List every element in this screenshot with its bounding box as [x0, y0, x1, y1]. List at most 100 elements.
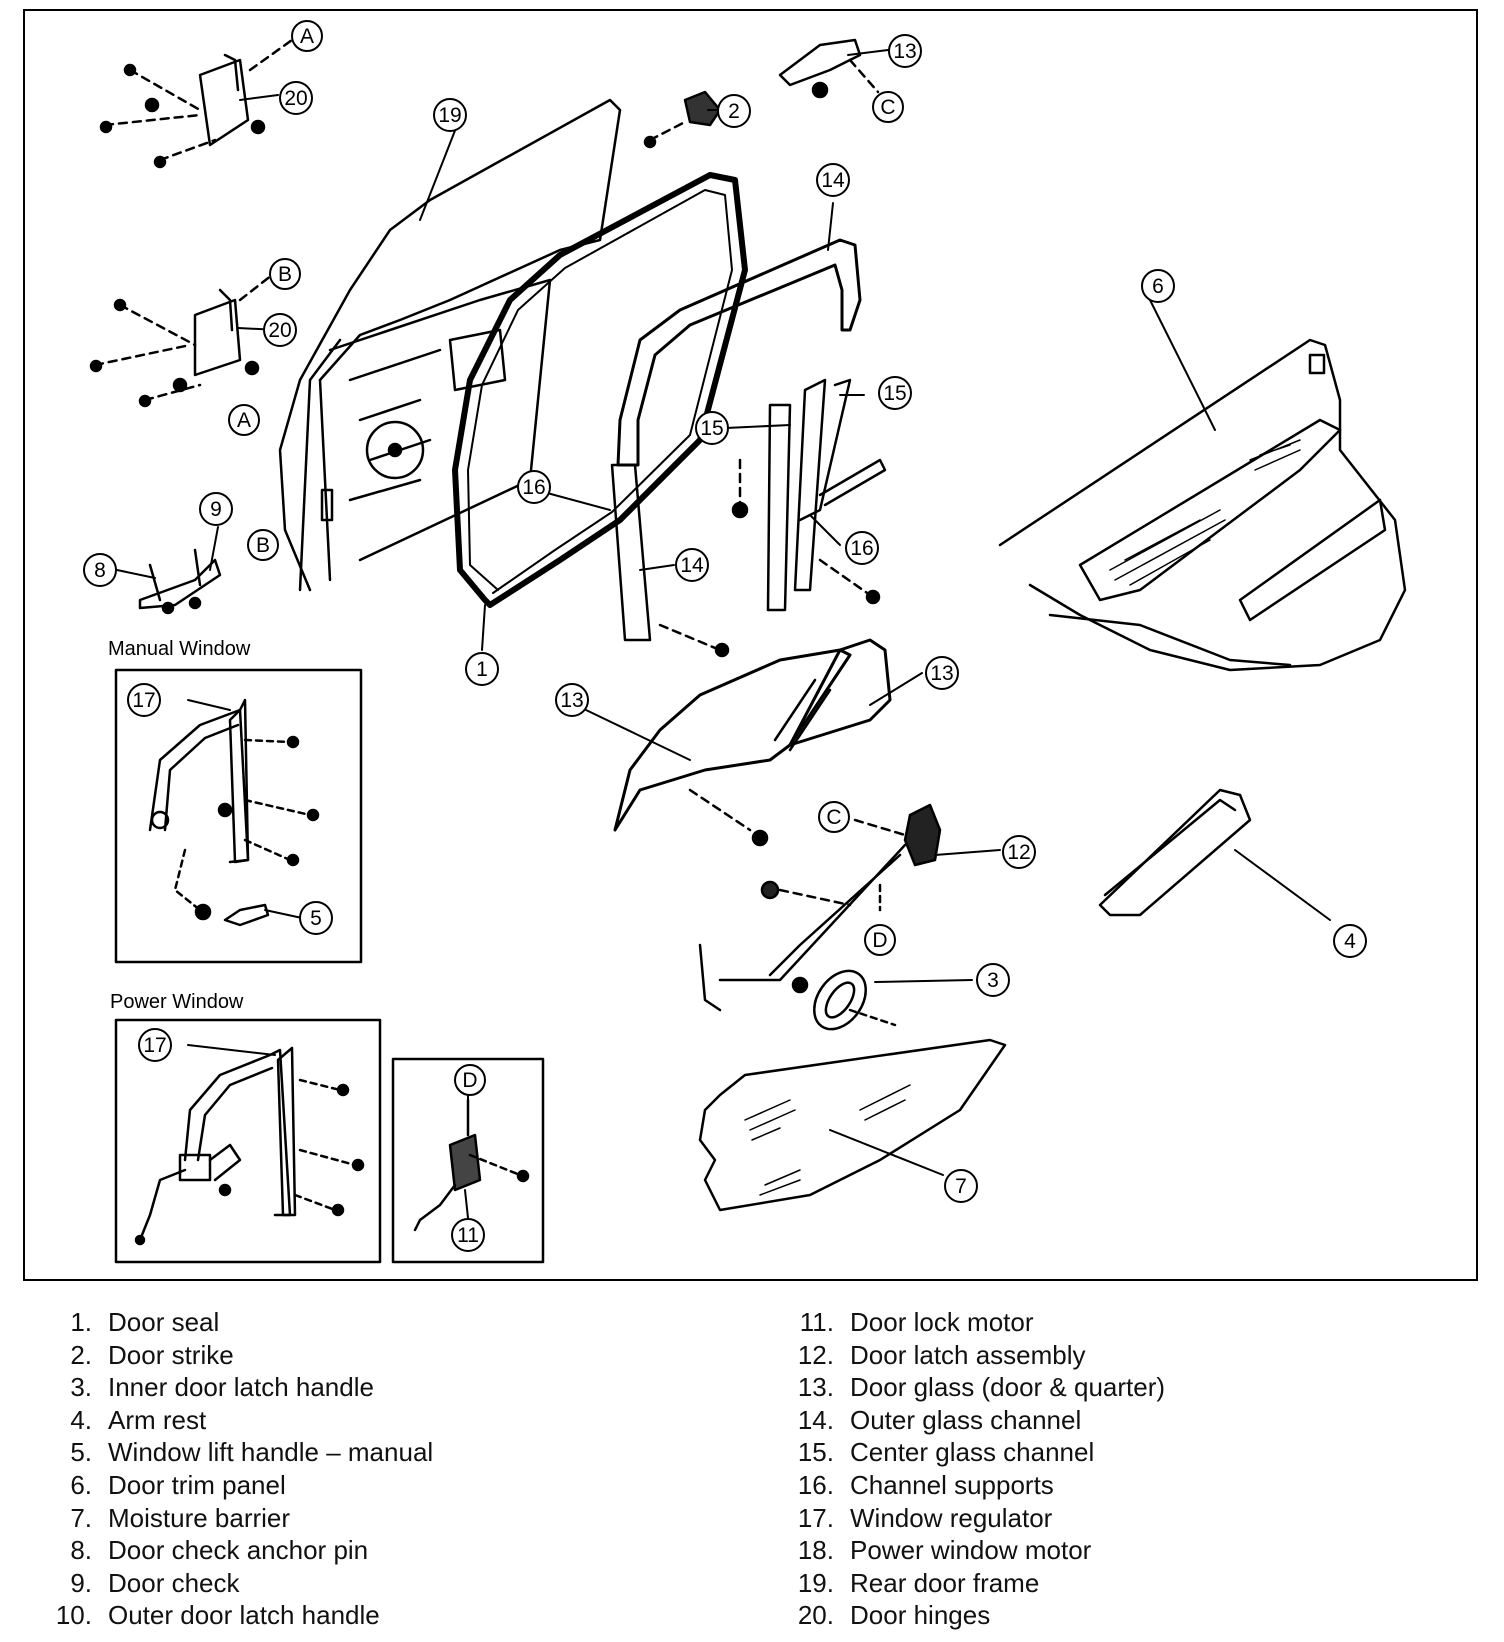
lower-door-hinge	[89, 273, 274, 408]
callout-text: 5	[310, 907, 322, 930]
legend-item: 9. Door check	[42, 1567, 433, 1600]
legend-item: 12. Door latch assembly	[770, 1339, 1165, 1372]
callout-text: D	[462, 1069, 477, 1092]
exploded-door-diagram: A 20 19 2 13 C 14 B 6 20 A 15 15 16 9 B …	[23, 9, 1478, 1281]
callout-17-manual	[127, 683, 161, 717]
callout-C-mid	[818, 801, 850, 833]
callout-6	[1141, 269, 1175, 303]
door-trim-panel	[998, 338, 1407, 672]
callout-11	[451, 1218, 485, 1252]
callout-16-left	[517, 470, 551, 504]
callout-7	[944, 1169, 978, 1203]
callout-text: 16	[522, 476, 545, 499]
callout-13-top	[888, 34, 922, 68]
legend-item: 20.Door hinges	[770, 1599, 1165, 1632]
legend-text: Door check anchor pin	[108, 1535, 369, 1566]
center-glass-channel	[731, 378, 887, 612]
callout-text: 2	[728, 100, 740, 123]
outer-door-latch-handle	[778, 38, 880, 99]
legend-number: 19.	[797, 1567, 834, 1598]
legend-item: 1.Door seal	[42, 1306, 433, 1339]
callout-text: 13	[930, 662, 953, 685]
parts-legend-right: 11. Door lock motor 12. Door latch assembly…	[770, 1306, 1165, 1632]
legend-number: 6.	[70, 1469, 92, 1500]
callout-text: 13	[560, 689, 583, 712]
legend-number: 15.	[797, 1437, 834, 1468]
legend-item: 15.Center glass channel	[770, 1436, 1165, 1469]
callout-15-right	[878, 376, 912, 410]
callout-text: 8	[94, 559, 106, 582]
legend-item: 18.Power window motor	[770, 1534, 1165, 1567]
upper-door-hinge	[99, 38, 294, 169]
legend-number: 12.	[797, 1339, 834, 1370]
callout-20-lower	[263, 313, 297, 347]
callout-13-right	[925, 656, 959, 690]
callout-text: 19	[438, 104, 461, 127]
legend-number: 20.	[797, 1600, 834, 1631]
legend-number: 18.	[797, 1535, 834, 1566]
callout-1	[465, 652, 499, 686]
callout-text: 15	[883, 382, 906, 405]
callout-17-power	[138, 1028, 172, 1062]
legend-item: 2.Door strike	[42, 1339, 433, 1372]
legend-number: 10.	[55, 1600, 92, 1631]
callout-text: 11	[457, 1224, 479, 1247]
legend-number: 11.	[799, 1307, 834, 1337]
callout-markers	[83, 20, 1367, 1252]
callout-8	[83, 553, 117, 587]
callout-12	[1002, 835, 1036, 869]
arm-rest	[1098, 788, 1252, 917]
door-strike	[643, 90, 722, 149]
legend-text: Door check	[108, 1567, 240, 1598]
callout-text: 1	[476, 658, 488, 681]
callout-text: 4	[1344, 930, 1356, 953]
callout-text: 20	[284, 87, 307, 110]
legend-number: 7.	[70, 1502, 92, 1533]
legend-number: 13.	[797, 1372, 834, 1403]
legend-number: 9.	[70, 1567, 92, 1598]
door-check	[138, 548, 222, 615]
legend-item: 6. Door trim panel	[42, 1469, 433, 1502]
door-glass	[613, 638, 892, 847]
callout-D-box	[454, 1064, 486, 1096]
legend-text: Outer door latch handle	[108, 1600, 380, 1631]
legend-text: Inner door latch handle	[108, 1372, 374, 1403]
legend-text: Door lock motor	[850, 1307, 1034, 1337]
callout-text: 9	[210, 498, 222, 521]
legend-item: 10. Outer door latch handle	[42, 1599, 433, 1632]
moisture-barrier	[698, 1038, 1007, 1212]
callout-3	[976, 963, 1010, 997]
callout-D-mid	[864, 924, 896, 956]
legend-text: Arm rest	[108, 1404, 207, 1435]
callout-leaders	[116, 49, 1331, 1219]
callout-text: 6	[1152, 275, 1164, 298]
callout-text: 14	[821, 169, 845, 192]
legend-text: Door trim panel	[108, 1469, 286, 1500]
callout-text: B	[256, 534, 270, 557]
legend-number: 16.	[797, 1469, 834, 1500]
legend-item: 16.Channel supports	[770, 1469, 1165, 1502]
door-lock-motor-box	[391, 1057, 545, 1264]
callout-text: 14	[680, 554, 704, 577]
callout-B-mid	[247, 529, 279, 561]
legend-text: Door strike	[108, 1339, 234, 1370]
callout-19	[433, 98, 467, 132]
legend-number: 14.	[797, 1404, 834, 1435]
legend-text: Door seal	[108, 1307, 220, 1337]
callout-A-mid	[228, 404, 260, 436]
callout-14-mid	[675, 548, 709, 582]
legend-item: 7.Moisture barrier	[42, 1502, 433, 1535]
legend-number: 17.	[797, 1502, 834, 1533]
door-lock-motor	[413, 1098, 530, 1232]
callout-B-top	[269, 258, 301, 290]
manual-window-box	[114, 668, 363, 964]
callout-text: D	[872, 929, 887, 952]
legend-item: 13. Door glass (door & quarter)	[770, 1371, 1165, 1404]
callout-2	[717, 94, 751, 128]
callout-15-left	[695, 411, 729, 445]
legend-number: 3.	[70, 1372, 92, 1403]
rear-door-frame	[278, 98, 622, 592]
legend-number: 8.	[70, 1535, 92, 1566]
legend-text: Door latch assembly	[850, 1339, 1086, 1370]
legend-text: Door glass (door & quarter)	[850, 1372, 1166, 1403]
